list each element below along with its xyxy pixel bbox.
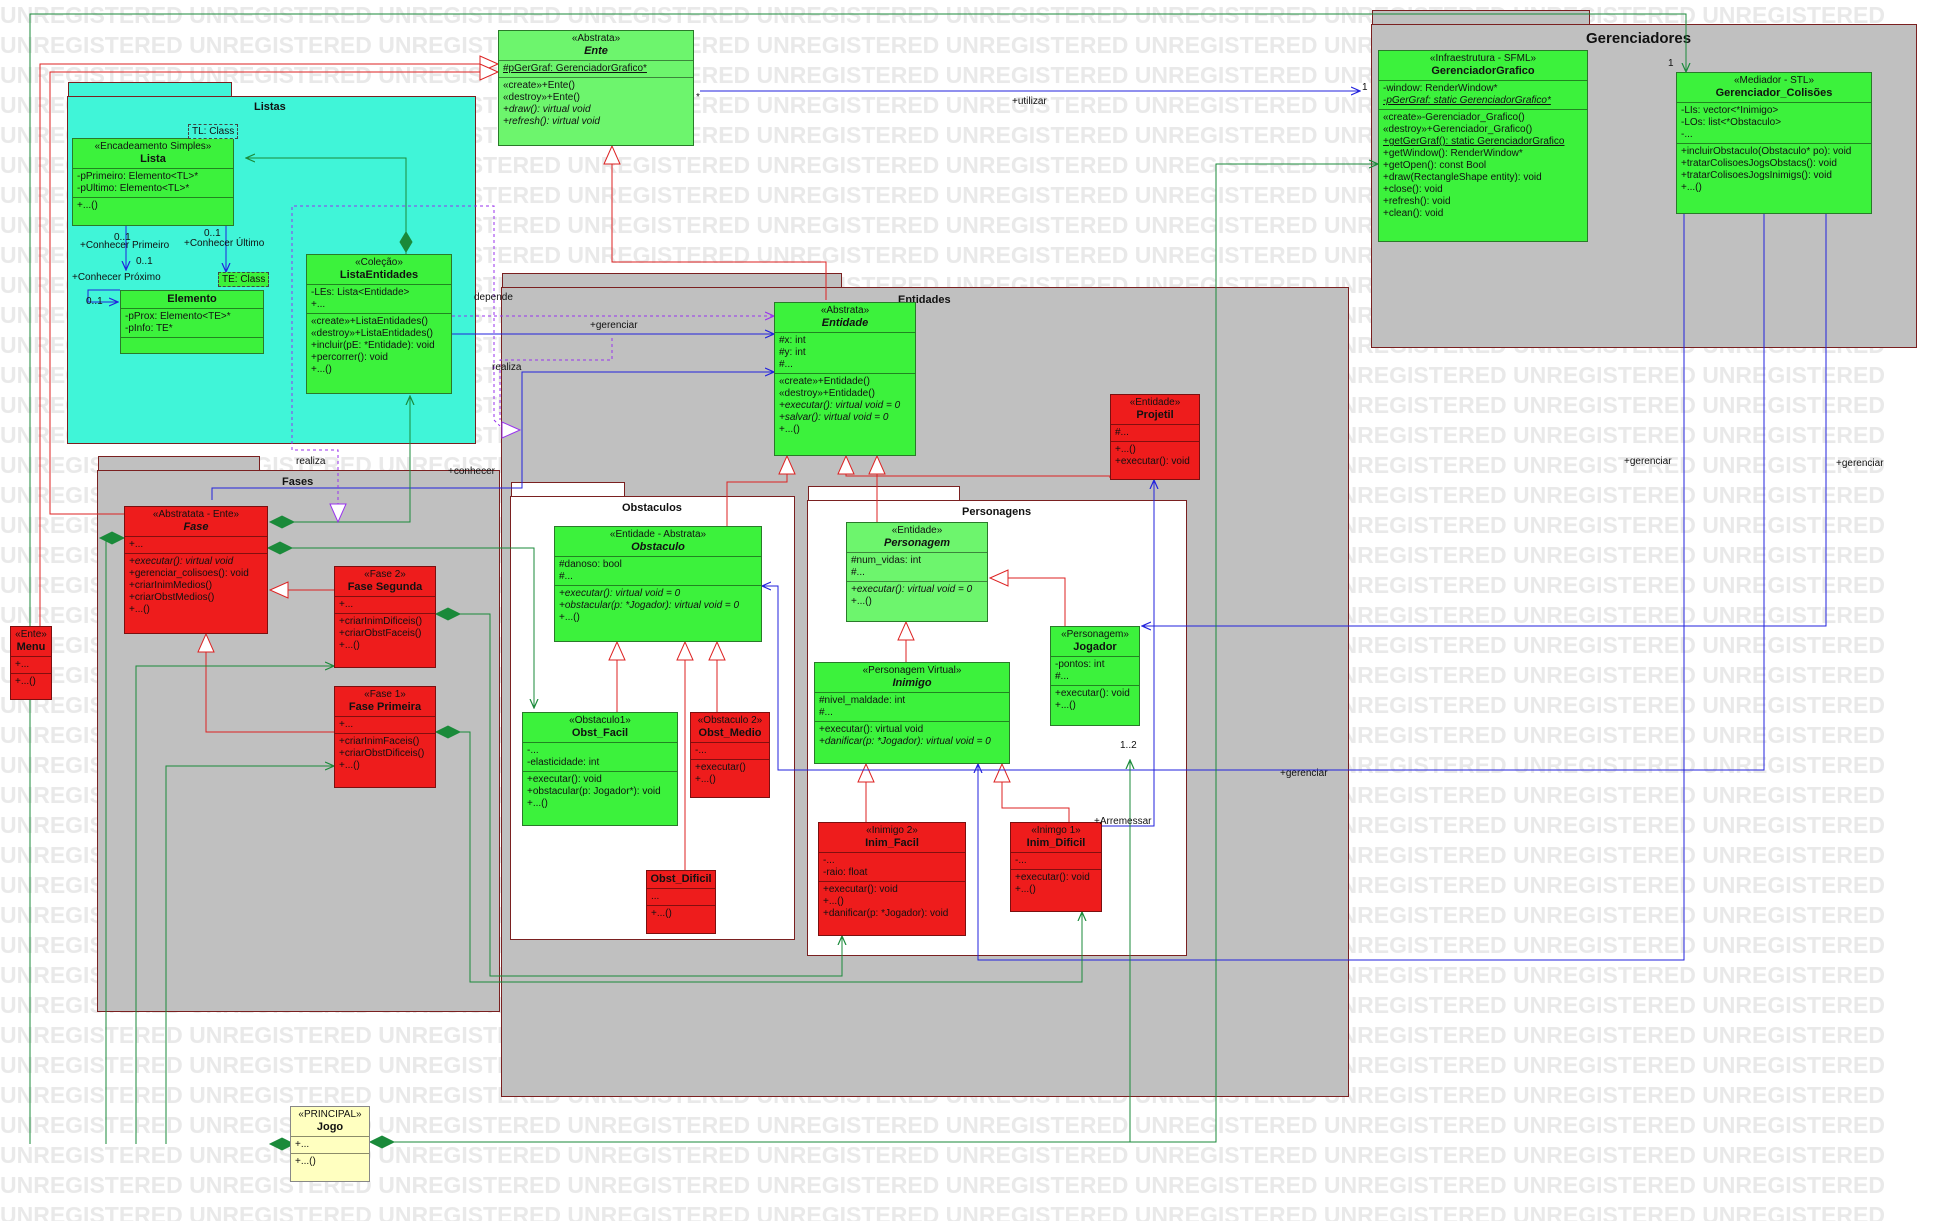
gen-inimdificil-to-inimigo (1001, 780, 1070, 824)
label-depende: depende (474, 292, 513, 303)
package-listas-title: Listas (254, 101, 286, 113)
class-ente[interactable]: «Abstrata»Ente #pGerGraf: GerenciadorGra… (498, 30, 694, 146)
label-arremessar: +Arremessar (1094, 816, 1152, 827)
label-realiza-fase: realiza (296, 456, 326, 467)
class-fase-primeira[interactable]: «Fase 1»Fase Primeira +... +criarInimFac… (334, 686, 436, 788)
assoc-fase-obstfacil (268, 547, 534, 708)
package-gerenciadores-title: Gerenciadores (1586, 30, 1692, 47)
class-gerenciador-grafico[interactable]: «Infraestrutura - SFML»GerenciadorGrafic… (1378, 50, 1588, 242)
realiza-listaentidades (499, 338, 613, 420)
gen-faseprimeira-to-fase (205, 646, 334, 733)
package-personagens-title: Personagens (962, 506, 1032, 518)
mult-lista-primeiro: 0..1 (114, 232, 131, 243)
class-fase[interactable]: «Abstratata - Ente»Fase +... +executar()… (124, 506, 268, 634)
label-gerenciar-obstaculo: +gerenciar (1280, 768, 1328, 779)
package-obstaculos-tab (511, 482, 625, 497)
class-jogador[interactable]: «Personagem»Jogador -pontos: int#... +ex… (1050, 626, 1140, 726)
label-gerenciar-jogador: +gerenciar (1836, 458, 1884, 469)
mult-gergrafico-one: 1 (1362, 82, 1368, 93)
package-listas-tab (68, 82, 232, 97)
class-fase-segunda[interactable]: «Fase 2»Fase Segunda +... +criarInimDifi… (334, 566, 436, 668)
assoc-inimdificil-projetil (1102, 480, 1154, 827)
comp-jogo-fasesegunda (135, 666, 334, 1144)
gen-fase-to-ente (49, 71, 488, 515)
assoc-colisoes-obstaculo (762, 210, 1765, 771)
comp-jogo-fase (105, 537, 124, 1144)
assoc-elemento-proximo (87, 289, 120, 302)
gen-obstaculo-to-entidade (726, 462, 788, 526)
class-obst-dificil[interactable]: Obst_Dificil ... +...() (646, 870, 716, 934)
class-inimigo[interactable]: «Personagem Virtual»Inimigo #nivel_malda… (814, 662, 1010, 764)
comp-jogo-jogador (370, 760, 1130, 1143)
package-entidades-tab (502, 273, 842, 288)
label-realiza-listaentidades: realiza (492, 362, 522, 373)
mult-ente-star: * (696, 92, 700, 103)
mult-colisoes-one: 1 (1668, 58, 1674, 69)
gen-entidade-to-ente (611, 160, 827, 300)
package-personagens-tab (808, 486, 960, 501)
dependency-lines (291, 205, 774, 506)
label-conhecer: +conhecer (448, 466, 495, 477)
mult-jogador: 1..2 (1120, 740, 1137, 751)
comp-jogo-faseprimeira (165, 766, 334, 1144)
package-fases-title: Fases (282, 476, 314, 488)
comp-fase-listaentidades (270, 396, 410, 523)
class-inim-facil[interactable]: «Inimigo 2»Inim_Facil -...-raio: float +… (818, 822, 966, 936)
class-personagem[interactable]: «Entidade»Personagem #num_vidas: int#...… (846, 522, 988, 622)
class-lista[interactable]: «Encadeamento Simples»Lista -pPrimeiro: … (72, 138, 234, 226)
elemento-template-param: TE: Class (218, 272, 270, 287)
label-gerenciar-listaentidades: +gerenciar (590, 320, 638, 331)
assoc-colisoes-jogador (1142, 210, 1827, 626)
class-obst-medio[interactable]: «Obstaculo 2»Obst_Medio -... +executar()… (690, 712, 770, 798)
class-inim-dificil[interactable]: «Inimgo 1»Inim_Dificil -... +executar():… (1010, 822, 1102, 912)
label-utilizar: +utilizar (1012, 96, 1047, 107)
assoc-fase-entidade (211, 372, 774, 500)
label-conhecer-ultimo: +Conhecer Último (184, 238, 265, 249)
label-conhecer-primeiro: +Conhecer Primeiro (80, 240, 170, 251)
assoc-colisoes-inimigo (978, 210, 1685, 961)
lista-template-param: TL: Class (188, 124, 239, 139)
dep-fase-to-lista (291, 205, 501, 506)
comp-fasesegunda-inimfacil (436, 613, 842, 977)
package-obstaculos-title: Obstaculos (622, 502, 682, 514)
gen-menu-to-ente (39, 63, 488, 626)
mult-lista-ultimo: 0..1 (204, 228, 221, 239)
class-obst-facil[interactable]: «Obstaculo1»Obst_Facil -...-elasticidade… (522, 712, 678, 826)
mult-elemento-prox: 0..1 (86, 296, 103, 307)
assoc-jogo-gergrafico2 (370, 164, 1378, 1143)
class-menu[interactable]: «Ente»Menu +... +...() (10, 626, 52, 700)
label-gerenciar-inimigo: +gerenciar (1624, 456, 1672, 467)
class-jogo[interactable]: «PRINCIPAL»Jogo +... +...() (290, 1106, 370, 1182)
class-projetil[interactable]: «Entidade»Projetil #... +...()+executar(… (1110, 394, 1200, 480)
association-lines (87, 91, 1827, 961)
comp-listaentidades-lista (246, 158, 407, 254)
class-obstaculo[interactable]: «Entidade - Abstrata»Obstaculo #danoso: … (554, 526, 762, 642)
generalization-heads (197, 55, 1011, 783)
class-lista-entidades[interactable]: «Coleção»ListaEntidades -LEs: Lista<Enti… (306, 254, 452, 394)
composition-diamonds (98, 231, 462, 1151)
gen-projetil-to-entidade (845, 462, 1111, 478)
gen-jogador-to-personagem (1008, 577, 1066, 628)
label-conhecer-proximo: +Conhecer Próximo (72, 272, 161, 283)
realization-heads (329, 421, 522, 524)
mult-elemento-top: 0..1 (136, 256, 153, 267)
comp-jogo-gergrafico (29, 13, 1686, 1144)
class-gerenciador-colisoes[interactable]: «Mediador - STL»Gerenciador_Colisões -LI… (1676, 72, 1872, 214)
class-entidade[interactable]: «Abstrata»Entidade #x: int#y: int#... «c… (774, 302, 916, 456)
class-elemento[interactable]: Elemento -pProx: Elemento<TE>*-pInfo: TE… (120, 290, 264, 354)
package-fases-tab (98, 456, 260, 471)
